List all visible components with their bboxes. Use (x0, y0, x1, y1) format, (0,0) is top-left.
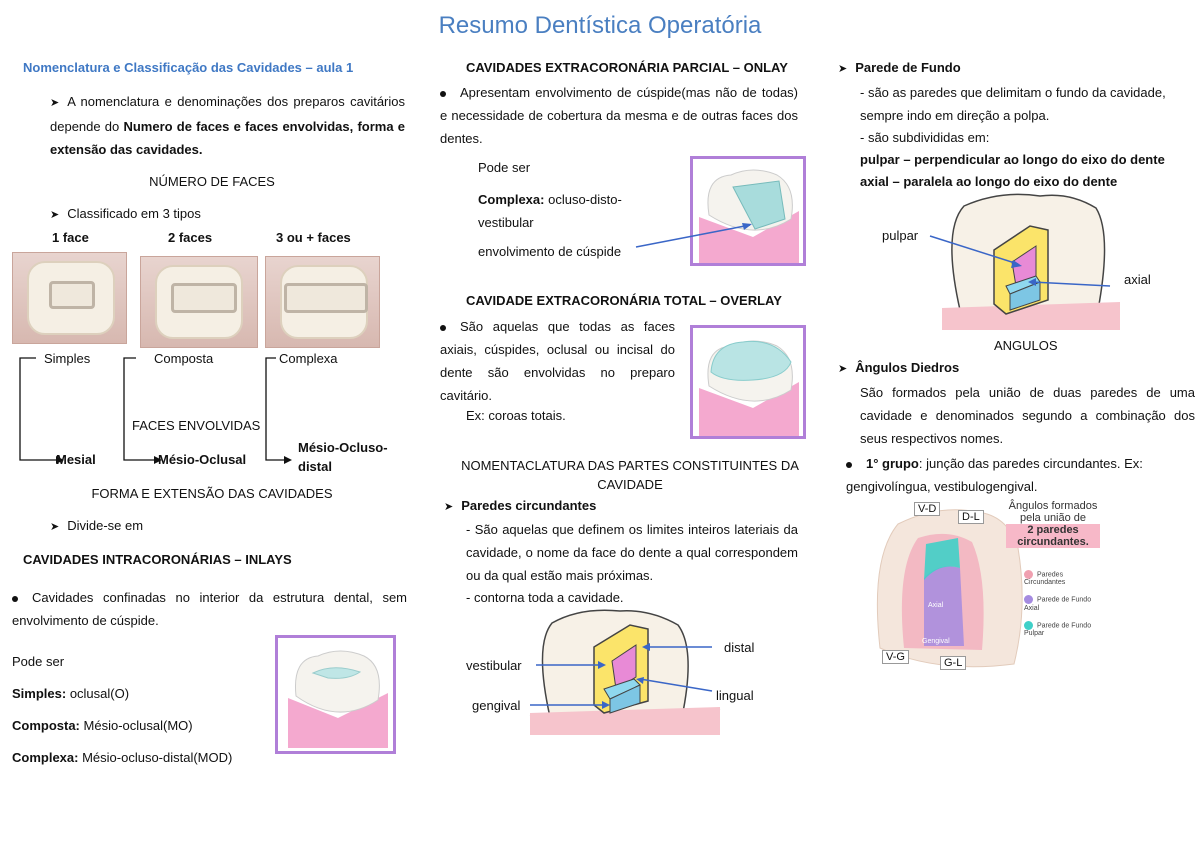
arrow-bullet-icon: ➤ (444, 501, 454, 513)
label-vd: V-D (914, 502, 941, 516)
paredes-circundantes-heading: ➤Paredes circundantes (444, 498, 597, 513)
numero-faces-label: NÚMERO DE FACES (149, 174, 275, 189)
nomenclatura-heading: NOMENTACLATURA DAS PARTES CONSTITUINTES … (461, 458, 799, 492)
inlays-heading: CAVIDADES INTRACORONÁRIAS – INLAYS (23, 552, 292, 567)
face-label-2: 2 faces (168, 230, 213, 245)
bullet-icon (440, 324, 446, 331)
figure-legend: Paredes Circundantes Parede de Fundo Axi… (1024, 570, 1092, 638)
label-gl: G-L (940, 656, 967, 670)
diedros-paragraph: São formados pela união de duas paredes … (860, 385, 1195, 446)
onlay-complexa: Complexa: ocluso-disto-vestibular (478, 192, 622, 230)
label-vestibular: vestibular (466, 658, 522, 673)
arrow-bullet-icon: ➤ (50, 521, 60, 533)
arrow-bullet-icon: ➤ (50, 97, 60, 109)
inlays-composta: Composta: Mésio-oclusal(MO) (12, 718, 193, 733)
inlays-simples: Simples: oclusal(O) (12, 686, 130, 701)
section-heading-nomenclatura: Nomenclatura e Classificação das Cavidad… (23, 60, 354, 75)
label-lingual: lingual (716, 688, 754, 703)
label-dl: D-L (958, 510, 984, 524)
type-complexa: Complexa (279, 351, 338, 366)
label-vg: V-G (882, 650, 909, 664)
face-label-3: 3 ou + faces (276, 230, 351, 245)
tooth-photo-simples (12, 252, 127, 344)
result-mesio-ocluso-distal: Mésio-Ocluso-distal (298, 440, 388, 474)
tooth-photo-complexa (265, 256, 380, 348)
onlay-tooth-icon (699, 169, 799, 263)
overlay-illustration (690, 325, 806, 439)
label-distal: distal (724, 640, 755, 655)
parede-fundo-text-1: - são as paredes que delimitam o fundo d… (860, 85, 1166, 123)
parede-fundo-heading: ➤Parede de Fundo (838, 60, 961, 75)
parede-fundo-diagram (929, 193, 1120, 330)
onlay-illustration (690, 156, 806, 266)
legend-pulpar-icon (1024, 620, 1033, 630)
arrow-bullet-icon: ➤ (838, 363, 848, 375)
faces-envolvidas-label: FACES ENVOLVIDAS (132, 418, 261, 433)
divide-item: ➤Divide-se em (50, 518, 144, 533)
bullet-icon (440, 90, 446, 97)
label-pulpar: pulpar (882, 228, 919, 243)
forma-extensao-label: FORMA E EXTENSÃO DAS CAVIDADES (91, 486, 333, 501)
axial-definition: axial – paralela ao longo do eixo do den… (860, 174, 1118, 189)
label-gengival: gengival (472, 698, 521, 713)
onlay-heading: CAVIDADES EXTRACORONÁRIA PARCIAL – ONLAY (466, 60, 788, 75)
inlays-complexa: Complexa: Mésio-ocluso-distal(MOD) (12, 750, 233, 765)
classificado-item: ➤Classificado em 3 tipos (50, 206, 201, 221)
inlay-illustration (275, 635, 396, 754)
angulos-diedros-heading: ➤Ângulos Diedros (838, 360, 960, 375)
parede-fundo-text-2: - são subdivididas em: (860, 130, 990, 145)
tooth-photo-composta (140, 256, 258, 348)
figure-caption: Ângulos formados pela união de 2 paredes… (1006, 500, 1100, 548)
pulpar-definition: pulpar – perpendicular ao longo do eixo … (860, 152, 1165, 167)
inlays-paragraph: Cavidades confinadas no interior da estr… (12, 590, 407, 628)
angulos-tooth-icon (876, 509, 1023, 668)
envolvimento-cuspide-label: envolvimento de cúspide (478, 244, 622, 259)
type-composta: Composta (154, 351, 214, 366)
legend-axial-icon (1024, 595, 1033, 605)
face-label-1: 1 face (52, 230, 89, 245)
page-title: Resumo Dentística Operatória (438, 12, 762, 39)
overlay-paragraph: São aquelas que todas as faces axiais, c… (440, 319, 675, 403)
bullet-icon (846, 461, 852, 468)
arrow-bullet-icon: ➤ (50, 209, 60, 221)
angulos-label: ANGULOS (994, 338, 1058, 353)
label-gengival-small: Gengival (922, 638, 950, 645)
inlay-tooth-icon (288, 650, 388, 748)
overlay-heading: CAVIDADE EXTRACORONÁRIA TOTAL – OVERLAY (466, 293, 782, 308)
contorna-text: - contorna toda a cavidade. (466, 590, 624, 605)
intro-paragraph: ➤A nomenclatura e denominações dos prepa… (50, 94, 405, 157)
result-mesio-oclusal: Mésio-Oclusal (158, 452, 247, 467)
result-mesial: Mesial (56, 452, 96, 467)
arrow-bullet-icon: ➤ (838, 63, 848, 75)
onlay-paragraph: Apresentam envolvimento de cúspide(mas n… (440, 85, 798, 146)
onlay-pointer-arrow (635, 223, 752, 248)
type-simples: Simples (44, 351, 91, 366)
angulos-figure: V-D D-L V-G G-L Axial Gengival Ângulos f… (868, 498, 1100, 670)
cavity-walls-diagram (529, 609, 721, 735)
onlay-pode-ser: Pode ser (478, 160, 531, 175)
overlay-tooth-icon (699, 340, 799, 436)
inlays-pode-ser: Pode ser (12, 654, 65, 669)
legend-circundantes-icon (1024, 570, 1033, 579)
classification-arrows (19, 357, 292, 464)
label-axial: axial (1124, 272, 1151, 287)
overlay-example: Ex: coroas totais. (466, 408, 566, 423)
bullet-icon (12, 595, 18, 602)
paredes-circundantes-text: - São aquelas que definem os limites int… (466, 522, 798, 583)
label-axial-small: Axial (928, 602, 944, 609)
primeiro-grupo: 1° grupo: junção das paredes circundante… (846, 456, 1143, 494)
